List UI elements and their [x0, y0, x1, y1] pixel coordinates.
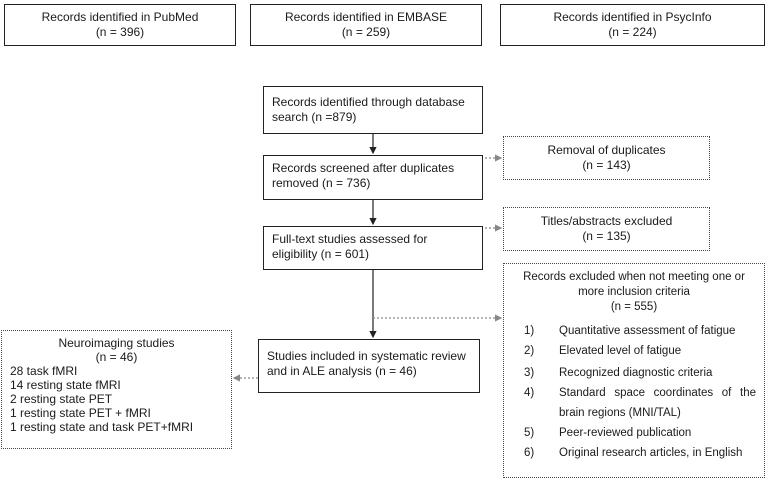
source-count: (n = 396) — [95, 25, 145, 39]
source-psycinfo: Records identified in PsycInfo (n = 224) — [500, 4, 765, 46]
titles-excluded-count: (n = 135) — [582, 229, 631, 243]
source-pubmed: Records identified in PubMed (n = 396) — [4, 4, 236, 46]
excluded-count: (n = 555) — [610, 301, 658, 313]
source-count: (n = 224) — [608, 25, 657, 39]
source-label: Records identified in PsycInfo — [553, 10, 712, 24]
screened-box: Records screened after duplicates remove… — [263, 155, 483, 200]
source-label: Records identified in EMBASE — [284, 10, 448, 24]
identified-text: Records identified through database sear… — [272, 95, 465, 124]
criterion: 2)Elevated level of fatigue — [524, 345, 682, 357]
criterion: 4)Standard space coordinates of the brai… — [524, 387, 756, 419]
duplicates-count: (n = 143) — [582, 158, 631, 172]
duplicates-label: Removal of duplicates — [547, 143, 666, 157]
criterion: 1)Quantitative assessment of fatigue — [524, 325, 736, 337]
neuro-item: 14 resting state fMRI — [10, 378, 121, 392]
fulltext-box: Full-text studies assessed for eligibili… — [263, 226, 483, 270]
neuro-item: 1 resting state PET + fMRI — [10, 406, 151, 420]
included-box: Studies included in systematic review an… — [258, 339, 480, 393]
neuro-label: Neuroimaging studies — [58, 336, 175, 350]
screened-text: Records screened after duplicates remove… — [272, 161, 455, 190]
duplicates-box: Removal of duplicates (n = 143) — [503, 136, 710, 180]
neuro-item: 1 resting state and task PET+fMRI — [10, 420, 194, 434]
neuro-item: 2 resting state PET — [10, 392, 113, 406]
excluded-box: Records excluded when not meeting one or… — [503, 263, 765, 478]
excluded-label: Records excluded when not meeting one or… — [523, 271, 745, 298]
identified-box: Records identified through database sear… — [263, 86, 483, 134]
included-text: Studies included in systematic review an… — [267, 349, 466, 378]
criterion: 5)Peer-reviewed publication — [524, 427, 692, 439]
source-label: Records identified in PubMed — [41, 10, 199, 24]
neuro-count: (n = 46) — [95, 350, 138, 364]
neuro-item: 28 task fMRI — [10, 364, 78, 378]
criterion: 6)Original research articles, in English — [524, 447, 743, 459]
source-count: (n = 259) — [341, 25, 391, 39]
source-embase: Records identified in EMBASE (n = 259) — [250, 4, 482, 46]
neuro-box: Neuroimaging studies (n = 46) 28 task fM… — [1, 330, 232, 449]
titles-excluded-box: Titles/abstracts excluded (n = 135) — [503, 207, 710, 251]
titles-excluded-label: Titles/abstracts excluded — [540, 214, 673, 228]
criterion: 3)Recognized diagnostic criteria — [524, 367, 713, 379]
fulltext-text: Full-text studies assessed for eligibili… — [272, 232, 428, 261]
